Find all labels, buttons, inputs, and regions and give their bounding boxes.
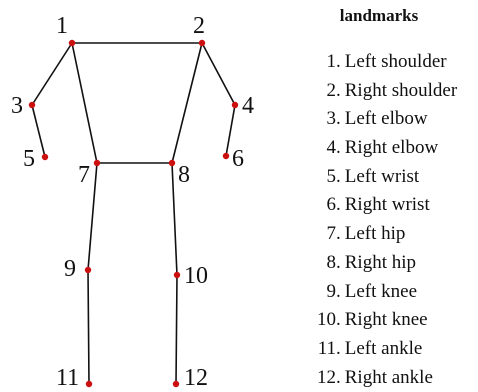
landmark-number-1: 1 bbox=[56, 13, 68, 39]
landmark-legend: 1.Left shoulder 2.Right shoulder 3.Left … bbox=[300, 48, 457, 392]
legend-item-label: Right ankle bbox=[344, 366, 433, 388]
landmark-number-6: 6 bbox=[232, 146, 244, 172]
landmark-point-6 bbox=[222, 152, 230, 160]
landmark-number-4: 4 bbox=[242, 93, 254, 119]
legend-item-label: Left wrist bbox=[344, 165, 420, 187]
landmark-point-12 bbox=[172, 380, 180, 388]
legend-item: 8.Right hip bbox=[300, 249, 457, 278]
bone-right-shin bbox=[175, 274, 178, 385]
legend-item-number: 9 bbox=[326, 280, 337, 302]
landmark-number-7: 7 bbox=[78, 162, 90, 188]
legend-item-number: 8 bbox=[326, 251, 337, 273]
landmark-point-2 bbox=[198, 39, 206, 47]
landmark-number-labels: 1 2 3 4 5 6 7 8 9 10 11 12 bbox=[11, 13, 254, 391]
legend-item: 11.Left ankle bbox=[300, 335, 457, 364]
landmark-points bbox=[28, 39, 239, 388]
legend-item-number: 4 bbox=[326, 137, 337, 159]
legend-item-number: 3 bbox=[326, 108, 337, 130]
legend-item-label: Left elbow bbox=[344, 108, 428, 130]
landmark-number-9: 9 bbox=[64, 256, 76, 282]
landmark-point-5 bbox=[41, 153, 49, 161]
landmark-point-9 bbox=[84, 266, 92, 274]
bone-right-forearm bbox=[225, 104, 236, 157]
legend-item-label: Right elbow bbox=[344, 137, 439, 159]
legend-item: 2.Right shoulder bbox=[300, 77, 458, 106]
legend-item: 1.Left shoulder bbox=[300, 48, 457, 77]
legend-item-number: 12 bbox=[317, 366, 336, 388]
landmark-point-3 bbox=[28, 101, 36, 109]
bone-right-torso bbox=[171, 42, 203, 164]
legend-item: 7.Left hip bbox=[300, 220, 457, 249]
landmark-number-12: 12 bbox=[184, 365, 208, 391]
legend-item: 6.Right wrist bbox=[300, 191, 457, 220]
legend-item: 9.Left knee bbox=[300, 278, 457, 307]
legend-item-label: Left hip bbox=[344, 223, 406, 245]
legend-item-label: Left knee bbox=[344, 280, 418, 302]
legend-item: 5.Left wrist bbox=[300, 163, 457, 192]
legend-item: 3.Left elbow bbox=[300, 105, 457, 134]
legend-item-label: Right hip bbox=[344, 251, 417, 273]
bone-left-upper-arm bbox=[31, 42, 73, 106]
legend-item-label: Right shoulder bbox=[344, 79, 458, 101]
landmark-point-8 bbox=[168, 159, 176, 167]
landmark-point-11 bbox=[85, 380, 93, 388]
legend-item-number: 6 bbox=[326, 194, 337, 216]
bone-left-thigh bbox=[87, 162, 98, 271]
legend-item-number: 1 bbox=[326, 51, 337, 72]
legend-item-number: 5 bbox=[326, 165, 337, 187]
bone-right-upper-arm bbox=[201, 42, 236, 106]
landmark-number-11: 11 bbox=[56, 365, 79, 391]
legend-item-label: Left shoulder bbox=[344, 51, 447, 72]
landmark-number-5: 5 bbox=[23, 146, 35, 172]
bone-right-thigh bbox=[171, 162, 178, 276]
landmark-point-7 bbox=[93, 159, 101, 167]
landmark-number-10: 10 bbox=[184, 263, 208, 289]
bone-left-torso bbox=[71, 42, 98, 164]
legend-item-number: 7 bbox=[326, 223, 337, 245]
landmark-point-10 bbox=[173, 271, 181, 279]
legend-item-label: Right wrist bbox=[344, 194, 430, 216]
landmark-point-1 bbox=[68, 39, 76, 47]
legend-title: landmarks bbox=[339, 6, 419, 25]
legend-item-number: 2 bbox=[326, 79, 337, 101]
legend-item: 4.Right elbow bbox=[300, 134, 457, 163]
legend-item: 12.Right ankle bbox=[300, 364, 457, 392]
landmark-number-8: 8 bbox=[178, 162, 190, 188]
bone-left-shin bbox=[87, 269, 90, 385]
legend-item-number: 11 bbox=[317, 337, 336, 359]
legend-item-label: Left ankle bbox=[344, 337, 423, 359]
legend-item-label: Right knee bbox=[344, 309, 428, 331]
legend-item-number: 10 bbox=[317, 309, 336, 331]
skeleton-bones bbox=[31, 42, 236, 385]
landmark-point-4 bbox=[231, 101, 239, 109]
landmark-number-3: 3 bbox=[11, 93, 23, 119]
landmark-number-2: 2 bbox=[193, 13, 205, 39]
legend-item: 10.Right knee bbox=[300, 306, 457, 335]
bone-left-forearm bbox=[31, 104, 46, 158]
